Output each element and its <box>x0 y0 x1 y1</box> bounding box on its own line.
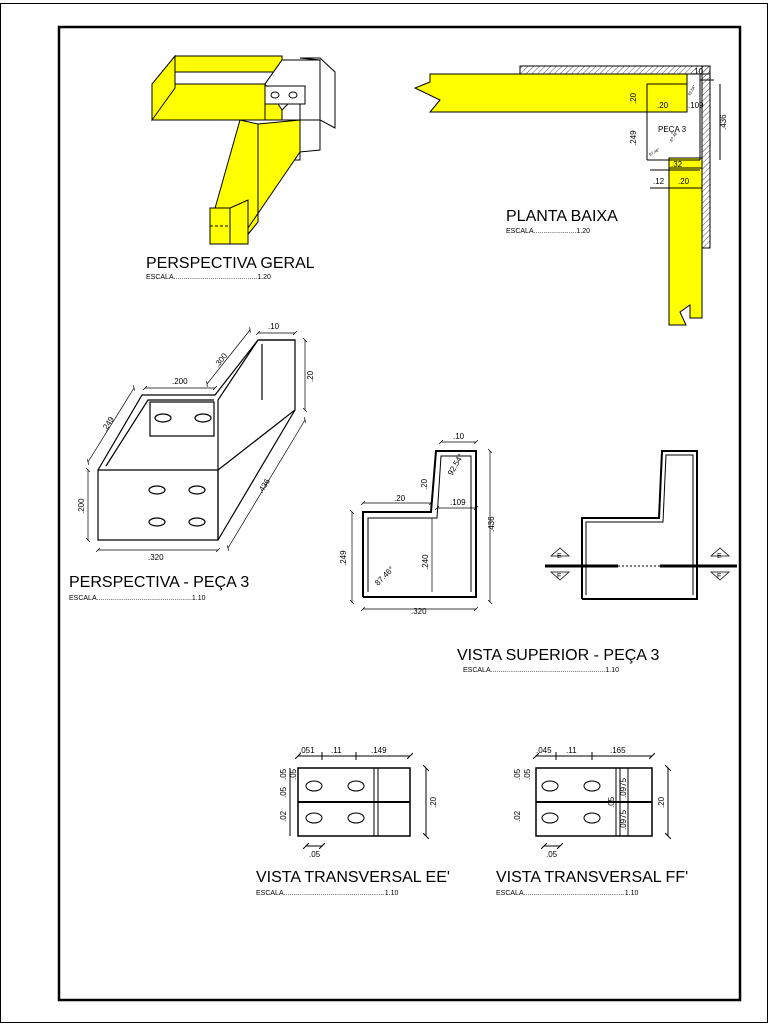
planta-baixa-title: PLANTA BAIXA <box>506 208 618 225</box>
section-cut-outline <box>545 450 737 600</box>
perspectiva-geral-scale: ESCALA..................................… <box>146 274 271 281</box>
vs-angle-2: 87.46° <box>373 565 396 588</box>
ff-dim-05-bottom: .05 <box>546 850 558 859</box>
ff-dim-0975-b: .0975 <box>619 809 628 830</box>
planta-dim-20h: .20 <box>657 101 669 110</box>
section-mark-e-left: E <box>557 553 562 560</box>
planta-angle-1: 92.54° <box>687 84 697 97</box>
vista-ee-title: VISTA TRANSVERSAL EE' <box>256 869 450 886</box>
vista-ee-labels: .051 .11 .149 .05 .05 .05 .02 .20 .05 <box>279 746 438 859</box>
vista-ee-drawing <box>289 752 426 846</box>
vs-dim-10: .10 <box>453 432 465 441</box>
ff-dim-165: .165 <box>610 746 626 755</box>
vs-dim-20h: .20 <box>394 494 406 503</box>
vista-superior-scale: ESCALA..................................… <box>463 667 619 674</box>
ff-dim-05-a: .05 <box>513 768 522 780</box>
perspectiva-peca3-title: PERSPECTIVA - PEÇA 3 <box>69 574 249 591</box>
ee-dim-05-c: .05 <box>279 786 288 798</box>
ff-dim-05-center: .05 <box>607 796 616 808</box>
planta-dim-32: .32 <box>671 160 683 169</box>
section-mark-e-right: E <box>717 553 722 560</box>
vista-superior-drawing <box>362 450 477 598</box>
persp-dim-20: .20 <box>306 370 315 382</box>
planta-dim-249: .249 <box>629 130 638 146</box>
vista-ee-scale: ESCALA..................................… <box>256 890 398 897</box>
vista-ff-scale: ESCALA..................................… <box>496 890 638 897</box>
planta-angle-3: 87.46° <box>648 147 661 157</box>
ee-dim-11: .11 <box>331 746 342 755</box>
ff-dim-0975-a: .0975 <box>619 777 628 798</box>
ee-dim-20: .20 <box>429 796 438 808</box>
ee-dim-05-a: .05 <box>279 768 288 780</box>
planta-dim-10: .10 <box>692 67 704 76</box>
vs-dim-320: .320 <box>411 607 427 616</box>
ee-dim-149: .149 <box>371 746 387 755</box>
ff-dim-11: .11 <box>566 746 577 755</box>
ff-dim-045: .045 <box>536 746 552 755</box>
planta-dim-20b: .20 <box>678 177 690 186</box>
section-markers <box>549 547 731 581</box>
perspectiva-geral-title: PERSPECTIVA GERAL <box>146 255 315 272</box>
ff-dim-02: .02 <box>513 810 522 822</box>
ff-dim-20: .20 <box>657 796 666 808</box>
persp-dim-249: .249 <box>100 415 116 433</box>
vista-ff-title: VISTA TRANSVERSAL FF' <box>496 869 688 886</box>
section-mark-f-right: F <box>717 573 721 580</box>
planta-dim-109: .109 <box>688 101 704 110</box>
persp-dim-200-side: .200 <box>77 498 86 514</box>
ee-dim-051: .051 <box>299 746 315 755</box>
planta-dim-20v: .20 <box>629 92 638 104</box>
vista-superior-dims <box>352 442 490 609</box>
planta-dim-12: .12 <box>653 177 665 186</box>
persp-dim-200-top: .200 <box>172 377 188 386</box>
planta-peca-label: PEÇA 3 <box>658 125 687 134</box>
persp-dim-436: .436 <box>256 477 272 495</box>
ee-dim-02: .02 <box>279 810 288 822</box>
planta-baixa-scale: ESCALA......................1.20 <box>506 228 590 235</box>
planta-angle-2: 87.46° <box>669 130 679 143</box>
section-mark-f-left: F <box>557 573 561 580</box>
persp-dim-10: .10 <box>268 322 280 331</box>
vs-dim-20v: .20 <box>420 478 429 490</box>
planta-baixa-labels: .10 .20 .20 .109 .436 PEÇA 3 .249 92.54°… <box>629 67 728 186</box>
ee-dim-05-bottom: .05 <box>309 850 321 859</box>
perspectiva-peca3-drawing <box>97 339 296 541</box>
vista-ff-drawing <box>536 752 668 846</box>
vs-dim-436: .436 <box>487 516 496 532</box>
persp-dim-320: .320 <box>148 553 164 562</box>
vs-dim-249: .249 <box>339 550 348 566</box>
persp-dim-300: .300 <box>212 351 229 369</box>
vs-dim-109: .109 <box>450 498 466 507</box>
inner-frame <box>57 25 742 1002</box>
vista-ff-labels: .045 .11 .165 .05 .05 .02 .05 .0975 .097… <box>513 746 666 859</box>
planta-baixa-drawing <box>413 65 721 326</box>
perspectiva-peca3-dims <box>88 330 305 550</box>
perspectiva-peca3-scale: ESCALA..................................… <box>69 595 206 602</box>
vs-dim-240: .240 <box>421 554 430 570</box>
vista-superior-title: VISTA SUPERIOR - PEÇA 3 <box>457 647 660 664</box>
perspectiva-geral-drawing <box>151 54 336 245</box>
ff-dim-05-b: .05 <box>523 768 532 780</box>
ee-dim-05-b: .05 <box>289 768 298 780</box>
planta-dim-436: .436 <box>719 114 728 130</box>
